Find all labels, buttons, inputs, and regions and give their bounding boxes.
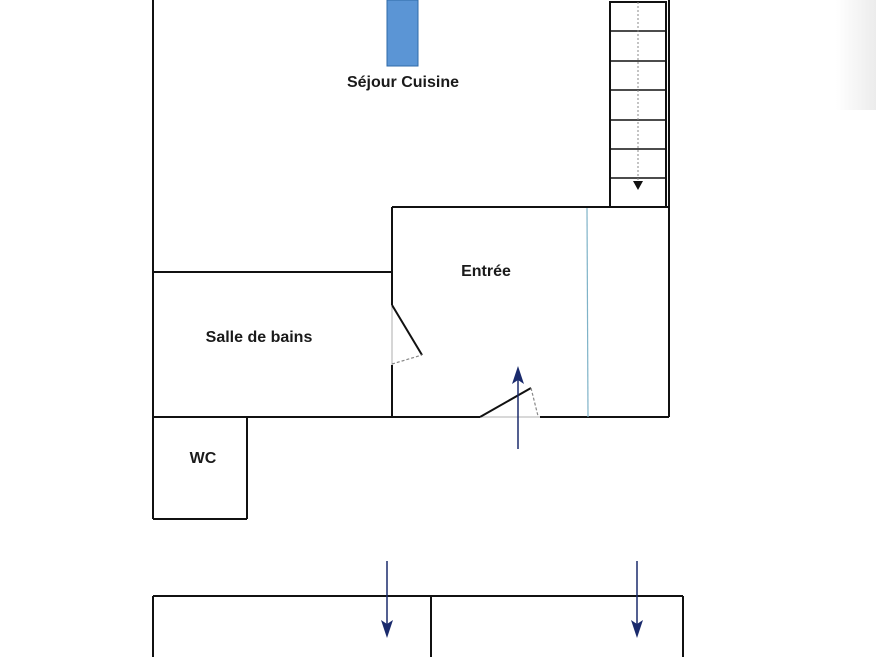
staircase bbox=[609, 1, 667, 208]
down-arrow-right-icon bbox=[631, 561, 643, 638]
room-label-wc: WC bbox=[189, 450, 217, 467]
page-edge-shadow bbox=[836, 0, 876, 110]
room-label-entree: Entrée bbox=[461, 263, 511, 280]
room-label-sejour-cuisine: Séjour Cuisine bbox=[346, 74, 460, 91]
bathroom-door-swing bbox=[391, 354, 423, 365]
window-block bbox=[386, 0, 419, 67]
room-label-salle-de-bains: Salle de bains bbox=[205, 329, 313, 346]
down-arrow-left-icon bbox=[381, 561, 393, 638]
entry-door-leaf bbox=[479, 387, 532, 418]
stairs-down-arrow-icon bbox=[633, 181, 643, 190]
entry-arrow-icon bbox=[512, 366, 524, 449]
lower-block bbox=[152, 595, 684, 657]
entry-partition-line bbox=[586, 207, 589, 418]
entry-door-swing bbox=[530, 387, 539, 417]
bathroom-door-leaf bbox=[391, 304, 423, 356]
